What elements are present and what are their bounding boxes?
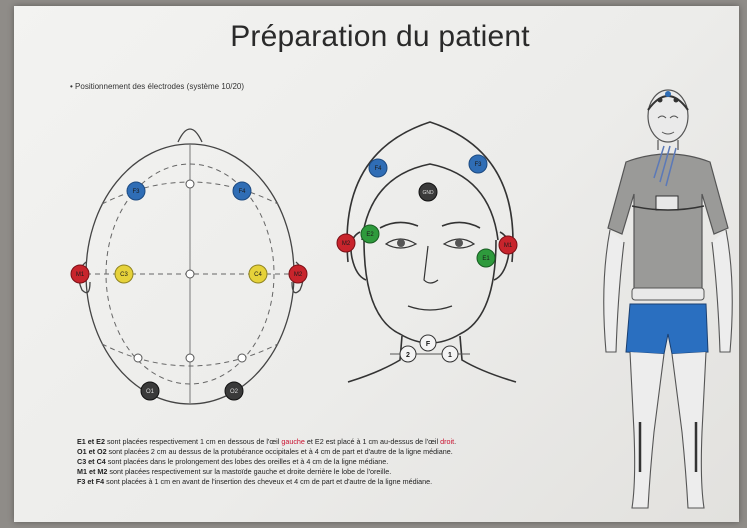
top-electrodes: F3 F4 C3 C4 M1 M2 O1 O2 xyxy=(71,182,307,400)
electrode-label: E2 xyxy=(366,232,374,238)
note-lead: F3 et F4 xyxy=(77,477,104,486)
electrode-m1-face: M1 xyxy=(499,236,517,254)
electrode-o2-top: O2 xyxy=(225,382,243,400)
electrode-m2-face: M2 xyxy=(337,234,355,252)
electrode-label: M2 xyxy=(294,272,303,278)
subtitle-text: Positionnement des électrodes (système 1… xyxy=(75,82,244,91)
electrode-o1-top: O1 xyxy=(141,382,159,400)
note-text: sont placées respectivement sur la masto… xyxy=(107,467,391,476)
electrode-chin-f: F xyxy=(420,335,436,351)
note-highlight: gauche xyxy=(281,437,305,446)
electrode-label: 2 xyxy=(406,352,410,359)
electrode-f4-face: F4 xyxy=(369,159,387,177)
figure-head xyxy=(648,90,688,150)
note-line: E1 et E2 sont placées respectivement 1 c… xyxy=(77,437,597,447)
note-line: M1 et M2 sont placées respectivement sur… xyxy=(77,467,597,477)
head-top-view: F3 F4 C3 C4 M1 M2 O1 O2 xyxy=(66,112,326,412)
electrode-label: M1 xyxy=(504,243,513,249)
note-highlight: droit xyxy=(440,437,454,446)
note-text: et E2 est placé à 1 cm au-dessus de l'œi… xyxy=(305,437,440,446)
electrode-m2-top: M2 xyxy=(289,265,307,283)
note-line: O1 et O2 sont placées 2 cm au dessus de … xyxy=(77,447,597,457)
electrode-label: GND xyxy=(422,190,434,196)
electrode-label: E1 xyxy=(482,256,490,262)
note-text: . xyxy=(454,437,456,446)
face-front-view: F4 F3 GND M2 M1 E2 E1 F 2 1 xyxy=(330,112,540,402)
electrode-chin-1: 1 xyxy=(442,346,458,362)
electrode-label: O1 xyxy=(146,389,155,395)
electrode-label: O2 xyxy=(230,389,239,395)
electrode-c3-top: C3 xyxy=(115,265,133,283)
electrode-notes: E1 et E2 sont placées respectivement 1 c… xyxy=(77,437,597,487)
electrode-label: F4 xyxy=(238,189,246,195)
electrode-chin-2: 2 xyxy=(400,346,416,362)
electrode-label: C4 xyxy=(254,272,262,278)
page-title: Préparation du patient xyxy=(0,20,747,54)
electrode-label: M2 xyxy=(342,241,351,247)
electrode-f4-top: F4 xyxy=(233,182,251,200)
electrode-label: F xyxy=(426,341,431,348)
note-text: sont placées à 1 cm en avant de l'insert… xyxy=(104,477,432,486)
subtitle: • Positionnement des électrodes (système… xyxy=(70,82,244,91)
electrode-label: F4 xyxy=(374,166,382,172)
electrode-f3-top: F3 xyxy=(127,182,145,200)
note-lead: M1 et M2 xyxy=(77,467,107,476)
electrode-label: 1 xyxy=(448,352,452,359)
electrode-e2-face: E2 xyxy=(361,225,379,243)
body-figure xyxy=(596,82,736,522)
figure-belt xyxy=(632,288,704,300)
note-lead: C3 et C4 xyxy=(77,457,106,466)
electrode-m1-top: M1 xyxy=(71,265,89,283)
figure-shirt xyxy=(608,154,728,296)
electrode-label: F3 xyxy=(474,162,482,168)
note-line: F3 et F4 sont placées à 1 cm en avant de… xyxy=(77,477,597,487)
electrode-label: F3 xyxy=(132,189,140,195)
recorder-device xyxy=(656,196,678,210)
note-text: sont placées 2 cm au dessus de la protub… xyxy=(107,447,453,456)
electrode-c4-top: C4 xyxy=(249,265,267,283)
electrode-e1-face: E1 xyxy=(477,249,495,267)
note-text: sont placées dans le prolongement des lo… xyxy=(106,457,388,466)
electrode-f3-face: F3 xyxy=(469,155,487,173)
electrode-gnd-face: GND xyxy=(419,183,437,201)
note-line: C3 et C4 sont placées dans le prolongeme… xyxy=(77,457,597,467)
note-text: sont placées respectivement 1 cm en dess… xyxy=(105,437,281,446)
note-lead: O1 et O2 xyxy=(77,447,107,456)
electrode-label: M1 xyxy=(76,272,85,278)
figure-shorts xyxy=(626,304,708,354)
note-lead: E1 et E2 xyxy=(77,437,105,446)
electrode-label: C3 xyxy=(120,272,128,278)
